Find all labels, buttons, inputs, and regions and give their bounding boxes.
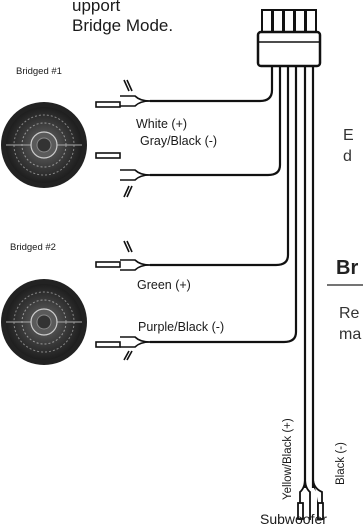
right-heading: Br [336,257,359,279]
wire-bundle [150,66,315,488]
wire-label-white: White (+) [136,117,188,131]
subwoofer-wire-ends [297,477,324,520]
speaker-1-icon [1,102,87,188]
wire-label-yellow-black: Yellow/Black (+) [282,418,294,500]
speaker-1-label: Bridged #1 [16,66,62,77]
right-text-ma: ma [339,326,362,343]
speaker-2-icon [1,279,87,365]
wire-end-white [95,79,151,108]
wire-label-green: Green (+) [137,278,191,292]
speaker-2-label: Bridged #2 [10,242,56,253]
right-text-e: E [343,127,354,144]
wire-end-gray-black [95,152,151,198]
wire-label-black: Black (-) [335,442,347,485]
wire-label-purple-black: Purple/Black (-) [138,320,225,334]
subwoofer-label: Subwoofer [260,511,327,527]
header-line-2: Bridge Mode. [72,16,174,35]
header-line-1: upport [72,0,121,15]
wire-end-green [95,240,151,271]
right-text-d: d [343,148,352,165]
wire-label-gray-black: Gray/Black (-) [140,134,218,148]
wire-end-purple-black [95,336,151,361]
harness-connector [256,9,322,68]
right-text-re: Re [339,305,360,322]
